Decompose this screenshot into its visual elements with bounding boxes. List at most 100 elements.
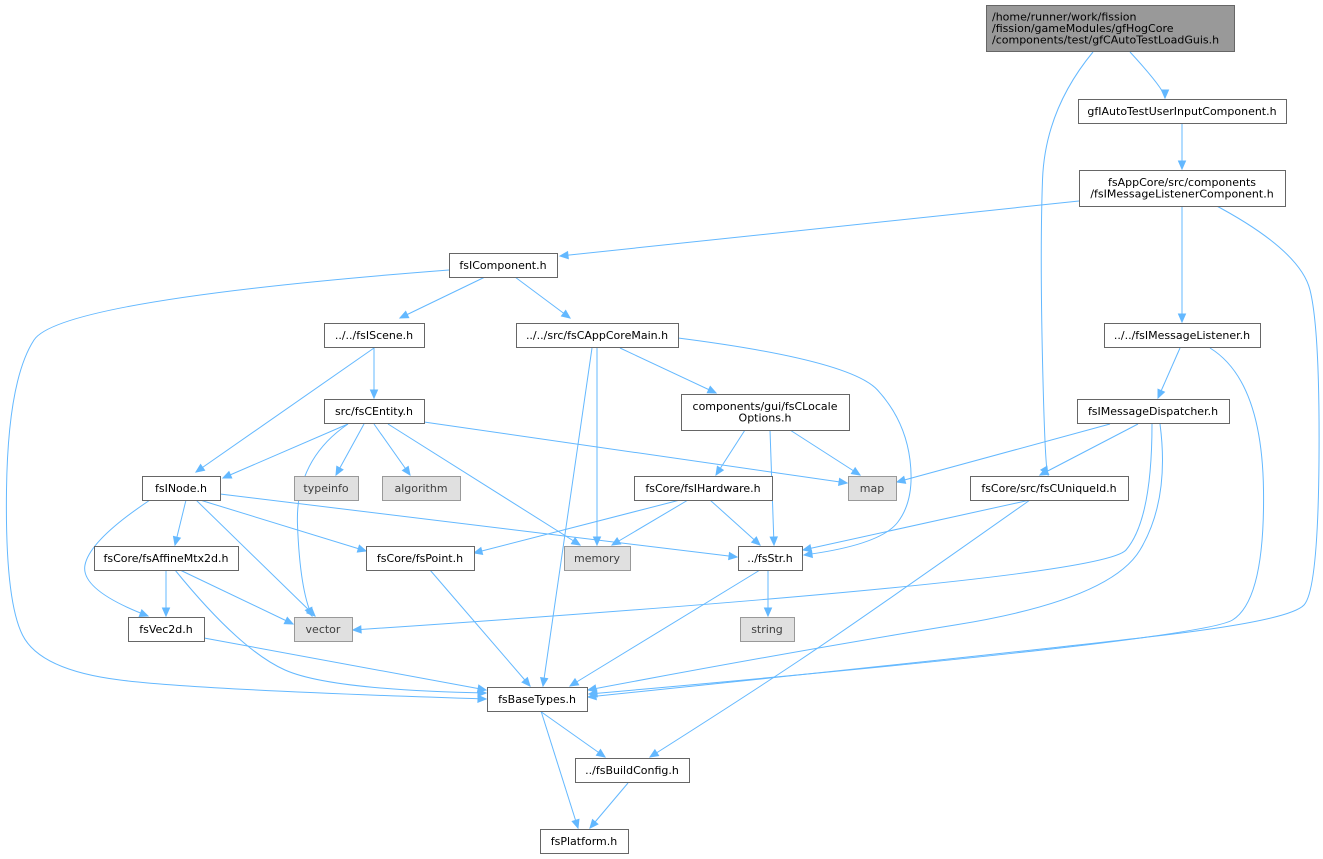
edge-locale-to-map — [789, 429, 862, 476]
node-box[interactable] — [986, 5, 1235, 52]
node-appcoremain[interactable]: ../../src/fsCAppCoreMain.h — [516, 323, 679, 348]
edge-centity-to-typeinfo — [335, 423, 365, 477]
node-box[interactable] — [738, 546, 803, 571]
node-iscene[interactable]: ../../fsIScene.h — [324, 323, 425, 348]
edge-line — [1157, 347, 1181, 399]
edge-msglistcomp-to-msglistener — [1177, 207, 1187, 324]
node-box[interactable] — [634, 476, 773, 501]
edge-line — [179, 569, 294, 625]
nodes-layer: /home/runner/work/fission/fission/gameMo… — [94, 5, 1287, 854]
node-platform[interactable]: fsPlatform.h — [540, 829, 629, 854]
node-box[interactable] — [366, 546, 475, 571]
node-dispatcher[interactable]: fsIMessageDispatcher.h — [1077, 399, 1230, 424]
node-box[interactable] — [324, 323, 425, 348]
edge-line — [789, 429, 861, 476]
node-box[interactable] — [1079, 170, 1286, 207]
node-inode[interactable]: fsINode.h — [142, 476, 221, 501]
edge-inode-to-vec2d — [84, 499, 151, 617]
node-msglistcomp[interactable]: fsAppCore/src/components/fsIMessageListe… — [1079, 170, 1286, 207]
edge-arrowhead — [305, 607, 316, 617]
node-uniqueid[interactable]: fsCore/src/fsCUniqueId.h — [970, 476, 1129, 501]
node-box[interactable] — [516, 323, 679, 348]
edge-line — [569, 569, 761, 687]
node-icomponent[interactable]: fsIComponent.h — [449, 253, 558, 278]
node-point[interactable]: fsCore/fsPoint.h — [366, 546, 475, 571]
node-box[interactable] — [970, 476, 1129, 501]
edge-line — [352, 423, 1153, 631]
node-box — [294, 617, 353, 642]
node-label-line: fsINode.h — [155, 482, 207, 495]
edge-str-to-string — [763, 570, 773, 618]
node-box[interactable] — [94, 546, 239, 571]
node-box[interactable] — [487, 687, 588, 712]
edge-arrowhead — [161, 607, 171, 618]
edge-arrowhead — [138, 608, 150, 617]
edge-arrowhead — [172, 535, 182, 547]
edge-arrowhead — [398, 310, 410, 319]
node-label-line: memory — [574, 552, 620, 565]
node-box[interactable] — [128, 617, 205, 642]
edge-arrowhead — [571, 818, 580, 830]
edge-arrowhead — [610, 536, 622, 546]
edge-iscene-to-centity — [369, 348, 379, 400]
edge-arrowhead — [194, 463, 206, 473]
edge-arrowhead — [1038, 467, 1050, 476]
edge-arrowhead — [589, 818, 599, 829]
node-label-line: ../fsBuildConfig.h — [585, 764, 679, 777]
edge-icomponent-to-basetypes — [5, 269, 488, 703]
node-msglistener[interactable]: ../../fsIMessageListener.h — [1104, 323, 1261, 348]
node-buildconfig[interactable]: ../fsBuildConfig.h — [575, 758, 690, 783]
edge-dispatcher-to-vector — [351, 423, 1153, 634]
edge-line — [429, 569, 531, 687]
edge-arrowhead — [837, 477, 849, 487]
node-label-line: fsCore/fsAffineMtx2d.h — [103, 552, 228, 565]
node-autotest[interactable]: gfIAutoTestUserInputComponent.h — [1078, 99, 1287, 124]
node-box[interactable] — [1078, 99, 1287, 124]
edge-line — [222, 423, 349, 479]
edge-line — [203, 637, 487, 691]
edge-locale-to-hardware — [715, 429, 746, 477]
edge-line — [677, 337, 912, 556]
edge-uniqueid-to-buildconfig — [648, 499, 1031, 758]
node-box[interactable] — [681, 394, 850, 431]
edge-arrowhead — [568, 677, 580, 687]
edge-line — [473, 499, 681, 554]
node-memory: memory — [564, 546, 631, 571]
node-vec2d[interactable]: fsVec2d.h — [128, 617, 205, 642]
edge-line — [619, 347, 717, 394]
node-box[interactable] — [540, 829, 629, 854]
node-affine[interactable]: fsCore/fsAffineMtx2d.h — [94, 546, 239, 571]
edge-arrowhead — [558, 250, 569, 260]
node-box[interactable] — [324, 399, 425, 424]
node-str[interactable]: ../fsStr.h — [738, 546, 803, 571]
edge-centity-to-vector — [296, 423, 349, 618]
edge-hardware-to-point — [472, 499, 681, 556]
edge-arrowhead — [1157, 388, 1166, 400]
edge-inode-to-str — [219, 493, 739, 561]
node-basetypes[interactable]: fsBaseTypes.h — [487, 687, 588, 712]
edge-line — [896, 423, 1111, 483]
node-box[interactable] — [449, 253, 558, 278]
edge-line — [588, 347, 1265, 695]
edge-msglistener-to-dispatcher — [1157, 347, 1181, 400]
edge-line — [399, 276, 486, 319]
node-label-line: ../../src/fsCAppCoreMain.h — [526, 329, 668, 342]
edge-line — [296, 423, 349, 617]
node-root[interactable]: /home/runner/work/fission/fission/gameMo… — [986, 5, 1235, 52]
node-box[interactable] — [1077, 399, 1230, 424]
edge-arrowhead — [476, 684, 488, 693]
node-label-line: /fsIMessageListenerComponent.h — [1090, 188, 1273, 201]
node-box — [740, 617, 795, 642]
node-hardware[interactable]: fsCore/fsIHardware.h — [634, 476, 773, 501]
edge-appcoremain-to-locale — [619, 347, 718, 394]
edge-arrowhead — [769, 536, 778, 547]
node-box — [382, 476, 461, 501]
node-box[interactable] — [1104, 323, 1261, 348]
node-box[interactable] — [575, 758, 690, 783]
node-box[interactable] — [142, 476, 221, 501]
edge-line — [373, 423, 411, 476]
edge-centity-to-map — [423, 421, 849, 487]
node-label-line: /fission/gameModules/gfHogCore — [992, 22, 1174, 35]
node-centity[interactable]: src/fsCEntity.h — [324, 399, 425, 424]
